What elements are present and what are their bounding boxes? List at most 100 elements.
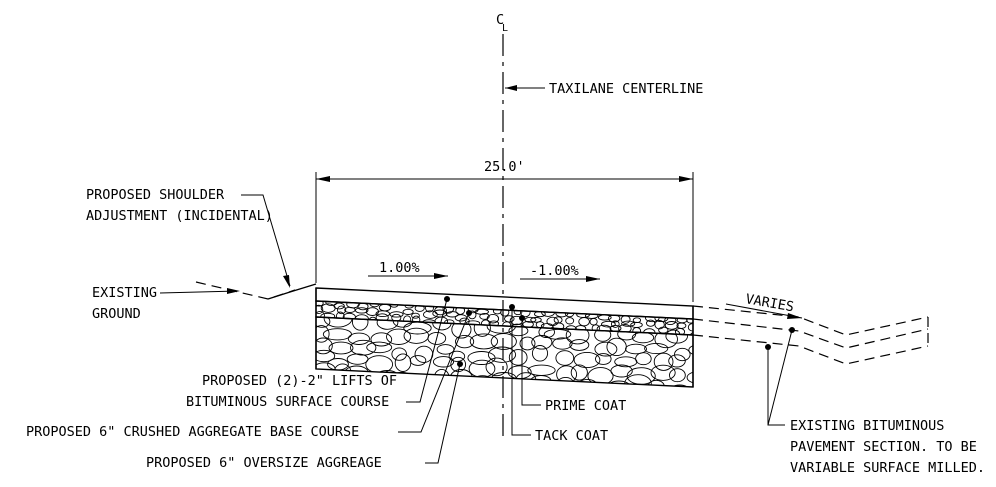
aggregate-stone (621, 320, 636, 327)
aggregate-stone (370, 332, 393, 347)
aggregate-stone (692, 355, 693, 373)
aggregate-stone (316, 337, 333, 355)
aggregate-stone (504, 315, 515, 323)
base-callout: PROPOSED 6" CRUSHED AGGREGATE BASE COURS… (26, 424, 359, 440)
aggregate-stone (530, 317, 542, 323)
shoulder-callout-line1: PROPOSED SHOULDER (86, 187, 225, 203)
aggregate-stone (427, 331, 447, 345)
aggregate-stone (336, 305, 347, 315)
aggregate-stone (565, 317, 575, 325)
aggregate-stone (687, 323, 693, 332)
dim-arrow-left (316, 176, 330, 182)
existing-pavement-callout-line1: EXISTING BITUMINOUS (790, 418, 944, 434)
aggregate-stone (668, 384, 691, 387)
slope-left-label: 1.00% (379, 260, 420, 276)
shoulder-callout-line2: ADJUSTMENT (INCIDENTAL) (86, 208, 273, 224)
aggregate-stone (647, 379, 665, 387)
aggregate-stone (378, 303, 392, 312)
aggregate-stone (646, 319, 656, 327)
existing-pavement-section (692, 305, 929, 365)
aggregate-stone (394, 353, 412, 372)
aggregate-stone (527, 364, 556, 376)
aggregate-stone (354, 307, 369, 314)
aggregate-stone (376, 317, 399, 330)
base-leader (398, 312, 470, 433)
aggregate-stone (322, 328, 352, 341)
aggregate-stone (531, 345, 549, 362)
aggregate-stone (333, 302, 345, 310)
aggregate-stone (487, 346, 517, 363)
existing-pavement-callout-line2: PAVEMENT SECTION. TO BE (790, 439, 977, 455)
ground-leader (159, 290, 239, 294)
aggregate-stone (601, 320, 616, 328)
aggregate-stone (644, 342, 669, 355)
oversize-callout: PROPOSED 6" OVERSIZE AGGREAGE (146, 455, 382, 471)
tack-callout: TACK COAT (535, 428, 608, 444)
lifts-callout-line2: BITUMINOUS SURFACE COURSE (186, 394, 389, 410)
prime-callout: PRIME COAT (545, 398, 626, 414)
dim-width-label: 25.0' (484, 159, 525, 175)
aggregate-stone (524, 316, 537, 323)
aggregate-stone (486, 313, 500, 324)
aggregate-stone (366, 341, 393, 354)
aggregate-stone (386, 328, 412, 345)
aggregate-stone (502, 321, 512, 329)
oversize-leader (425, 363, 461, 464)
aggregate-stone (359, 321, 373, 330)
lifts-callout-line1: PROPOSED (2)-2" LIFTS OF (202, 373, 397, 389)
aggregate-stone (624, 331, 633, 335)
aggregate-stone (697, 384, 714, 399)
aggregate-stone (674, 327, 686, 335)
aggregate-stone (653, 352, 674, 371)
aggregate-stone (569, 339, 590, 351)
aggregate-stone (686, 371, 693, 384)
aggregate-stone (664, 321, 679, 330)
ground-callout-line1: EXISTING (92, 285, 157, 301)
shoulder-adjustment-line (267, 283, 317, 300)
ground-callout-line2: GROUND (92, 306, 141, 322)
aggregate-stone (543, 328, 572, 340)
centerline-symbol-sub: L (502, 23, 508, 34)
aggregate-stone (432, 356, 455, 368)
crushed-aggregate-base-layer (316, 301, 693, 335)
aggregate-stone (569, 330, 581, 335)
aggregate-stone (455, 334, 475, 349)
existing-pavement-leader-b (767, 329, 793, 426)
aggregate-stone (408, 373, 437, 386)
aggregate-stone (552, 337, 573, 350)
aggregate-stone (590, 382, 613, 387)
aggregate-stone (631, 331, 655, 344)
aggregate-stone (625, 343, 647, 355)
aggregate-stone (485, 357, 508, 377)
aggregate-stone (589, 317, 598, 326)
shoulder-leader (241, 194, 291, 287)
aggregate-stone (414, 345, 434, 363)
aggregate-stone (555, 350, 575, 366)
aggregate-stone (479, 313, 490, 320)
aggregate-stone (346, 353, 369, 365)
aggregate-stone (595, 353, 612, 365)
aggregate-stone (610, 320, 620, 328)
aggregate-stone (403, 327, 430, 344)
aggregate-stone (411, 312, 420, 319)
aggregate-stone (316, 317, 331, 328)
aggregate-stone (342, 312, 356, 322)
slope-right-label: -1.00% (530, 263, 579, 279)
dim-arrow-right (679, 176, 693, 182)
existing-ground-line (195, 281, 296, 300)
aggregate-stone (344, 306, 356, 313)
centerline-label: TAXILANE CENTERLINE (549, 81, 703, 97)
aggregate-stone (688, 343, 693, 357)
aggregate-stone (402, 308, 414, 315)
aggregate-stone (578, 317, 590, 327)
aggregate-stone (669, 368, 686, 383)
aggregate-stone (467, 325, 479, 332)
tack-leader (511, 307, 531, 436)
aggregate-stone (391, 347, 407, 361)
aggregate-stone (519, 336, 536, 351)
aggregate-stone (650, 364, 676, 381)
aggregate-stone (668, 354, 686, 368)
existing-pavement-callout-line3: VARIABLE SURFACE MILLED. (790, 460, 985, 476)
lifts-leader (406, 298, 448, 403)
aggregate-stone (630, 321, 643, 328)
